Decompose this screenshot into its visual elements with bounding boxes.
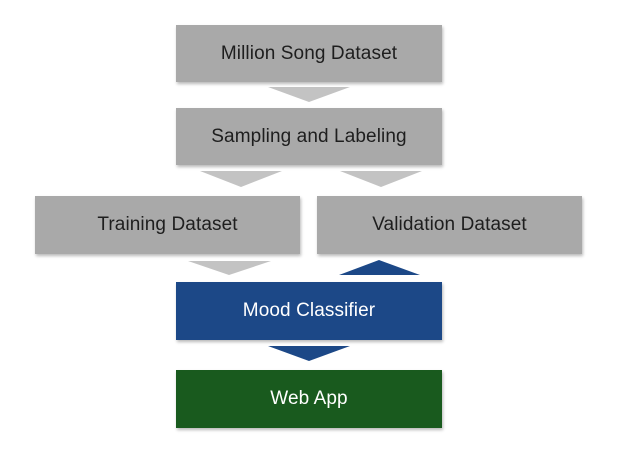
node-label: Million Song Dataset [220, 42, 398, 64]
node-million-song-dataset: Million Song Dataset [176, 25, 442, 82]
node-training-dataset: Training Dataset [35, 196, 300, 254]
node-mood-classifier: Mood Classifier [176, 282, 442, 340]
node-label: Training Dataset [97, 214, 238, 235]
arrow-sampling-to-training [200, 171, 282, 187]
node-sampling-and-labeling: Sampling and Labeling [176, 108, 442, 165]
node-web-app: Web App [176, 370, 442, 428]
arrow-training-to-mood [188, 261, 271, 275]
arrow-mood-to-webapp [268, 346, 350, 361]
arrow-sampling-to-validation [340, 171, 422, 187]
node-label: Sampling and Labeling [211, 125, 407, 147]
node-label: Web App [270, 388, 348, 409]
node-label: Validation Dataset [372, 214, 527, 235]
node-label: Mood Classifier [242, 300, 376, 321]
arrow-mood-to-validation [339, 260, 420, 275]
arrow-msd-to-sampling [268, 87, 350, 102]
node-validation-dataset: Validation Dataset [317, 196, 582, 254]
